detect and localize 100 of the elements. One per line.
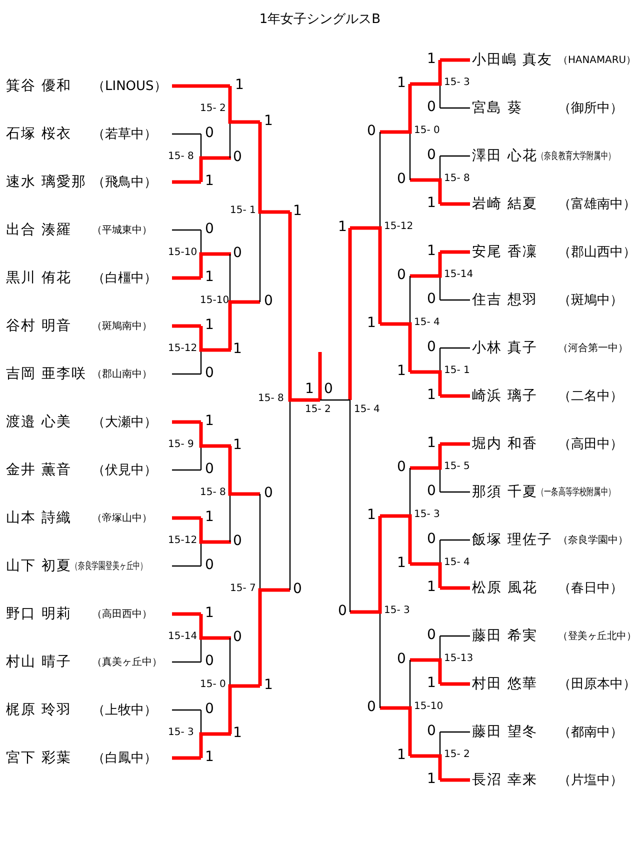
match-score: 15- 3 (168, 728, 194, 738)
score: 0 (264, 294, 273, 308)
school-name: （富雄南中） (558, 196, 636, 213)
player-name: 藤田 希実 (472, 627, 538, 645)
match-score: 15- 4 (354, 405, 380, 415)
school-name: （片塩中） (558, 772, 623, 789)
score: 0 (205, 222, 214, 236)
score: 0 (205, 702, 214, 716)
match-score: 15- 2 (200, 104, 226, 114)
score: 0 (397, 460, 406, 474)
match-score: 15- 8 (168, 152, 194, 162)
score: 1 (235, 78, 244, 92)
score: 0 (205, 462, 214, 476)
player-name: 藤田 望冬 (472, 723, 538, 741)
score: 1 (427, 244, 436, 258)
match-score: 15- 4 (414, 318, 440, 328)
score: 1 (293, 204, 302, 218)
match-score: 15- 9 (168, 440, 194, 450)
score: 1 (427, 676, 436, 690)
player-name: 箕谷 優和 (6, 77, 72, 95)
score: 1 (205, 270, 214, 284)
player-name: 村山 晴子 (6, 653, 72, 671)
match-score: 15- 5 (444, 462, 470, 472)
score: 0 (233, 630, 242, 644)
score: 1 (233, 342, 242, 356)
score: 1 (367, 508, 376, 522)
score: 1 (427, 580, 436, 594)
score: 0 (427, 532, 436, 546)
school-name: （帝塚山中） (92, 512, 152, 525)
score: 1 (427, 52, 436, 66)
score: 1 (397, 748, 406, 762)
school-name: （奈良教育大学附属中） (537, 150, 616, 163)
school-name: （都南中） (558, 724, 623, 741)
school-name: （上牧中） (92, 702, 157, 719)
player-name: 飯塚 理佐子 (472, 531, 554, 549)
score: 0 (427, 100, 436, 114)
player-name: 那須 千夏 (472, 483, 538, 501)
match-score: 15- 3 (444, 78, 470, 88)
school-name: （一条高等学校附属中） (537, 486, 616, 499)
score: 1 (264, 678, 273, 692)
match-score: 15- 2 (444, 750, 470, 760)
player-name: 崎浜 璃子 (472, 387, 538, 405)
school-name: （高田西中） (92, 608, 152, 621)
school-name: （平城東中） (92, 224, 152, 237)
school-name: （若草中） (92, 126, 157, 143)
score: 0 (397, 268, 406, 282)
score: 1 (205, 510, 214, 524)
score: 1 (367, 316, 376, 330)
school-name: （奈良学園登美ヶ丘中） (71, 560, 148, 573)
school-name: （奈良学園中） (558, 534, 628, 547)
score: 0 (233, 246, 242, 260)
school-name: （田原本中） (558, 676, 636, 693)
player-name: 吉岡 亜李咲 (6, 365, 88, 383)
match-score: 15-14 (168, 632, 198, 642)
player-name: 住吉 想羽 (472, 291, 538, 309)
score: 0 (427, 724, 436, 738)
player-name: 長沼 幸来 (472, 771, 538, 789)
score: 0 (205, 366, 214, 380)
school-name: （郡山南中） (92, 368, 152, 381)
score: 1 (264, 114, 273, 128)
player-name: 梶原 玲羽 (6, 701, 72, 719)
school-name: （白鳳中） (92, 750, 157, 767)
match-score: 15- 3 (384, 606, 410, 616)
player-name: 石塚 桜衣 (6, 125, 72, 143)
score: 0 (397, 652, 406, 666)
score: 0 (397, 172, 406, 186)
match-score: 15- 0 (200, 680, 226, 690)
score: 0 (264, 486, 273, 500)
match-score: 15-12 (168, 344, 198, 354)
score: 0 (367, 700, 376, 714)
score: 1 (205, 174, 214, 188)
score: 0 (367, 124, 376, 138)
match-score: 15-10 (200, 296, 230, 306)
match-score: 15- 3 (414, 510, 440, 520)
player-name: 村田 悠華 (472, 675, 538, 693)
score: 0 (205, 126, 214, 140)
player-name: 安尾 香凜 (472, 243, 538, 261)
score: 1 (427, 196, 436, 210)
score: 1 (427, 436, 436, 450)
match-score: 15- 1 (444, 366, 470, 376)
player-name: 黒川 侑花 (6, 269, 72, 287)
score: 0 (324, 382, 333, 396)
score: 1 (205, 318, 214, 332)
player-name: 小田嶋 真友 (472, 51, 554, 69)
score: 1 (233, 438, 242, 452)
match-score: 15- 8 (444, 174, 470, 184)
player-name: 山下 初夏 (6, 557, 72, 575)
school-name: （二名中） (558, 388, 623, 405)
score: 0 (427, 148, 436, 162)
player-name: 速水 璃愛那 (6, 173, 88, 191)
score: 1 (233, 726, 242, 740)
score: 1 (427, 772, 436, 786)
match-score: 15- 8 (258, 394, 284, 404)
school-name: （河合第一中） (558, 342, 628, 355)
player-name: 山本 詩織 (6, 509, 72, 527)
player-name: 松原 風花 (472, 579, 538, 597)
school-name: （真美ヶ丘中） (92, 656, 162, 669)
match-score: 15-10 (414, 702, 444, 712)
school-name: （大瀬中） (92, 414, 157, 431)
school-name: （HANAMARU） (558, 54, 636, 67)
